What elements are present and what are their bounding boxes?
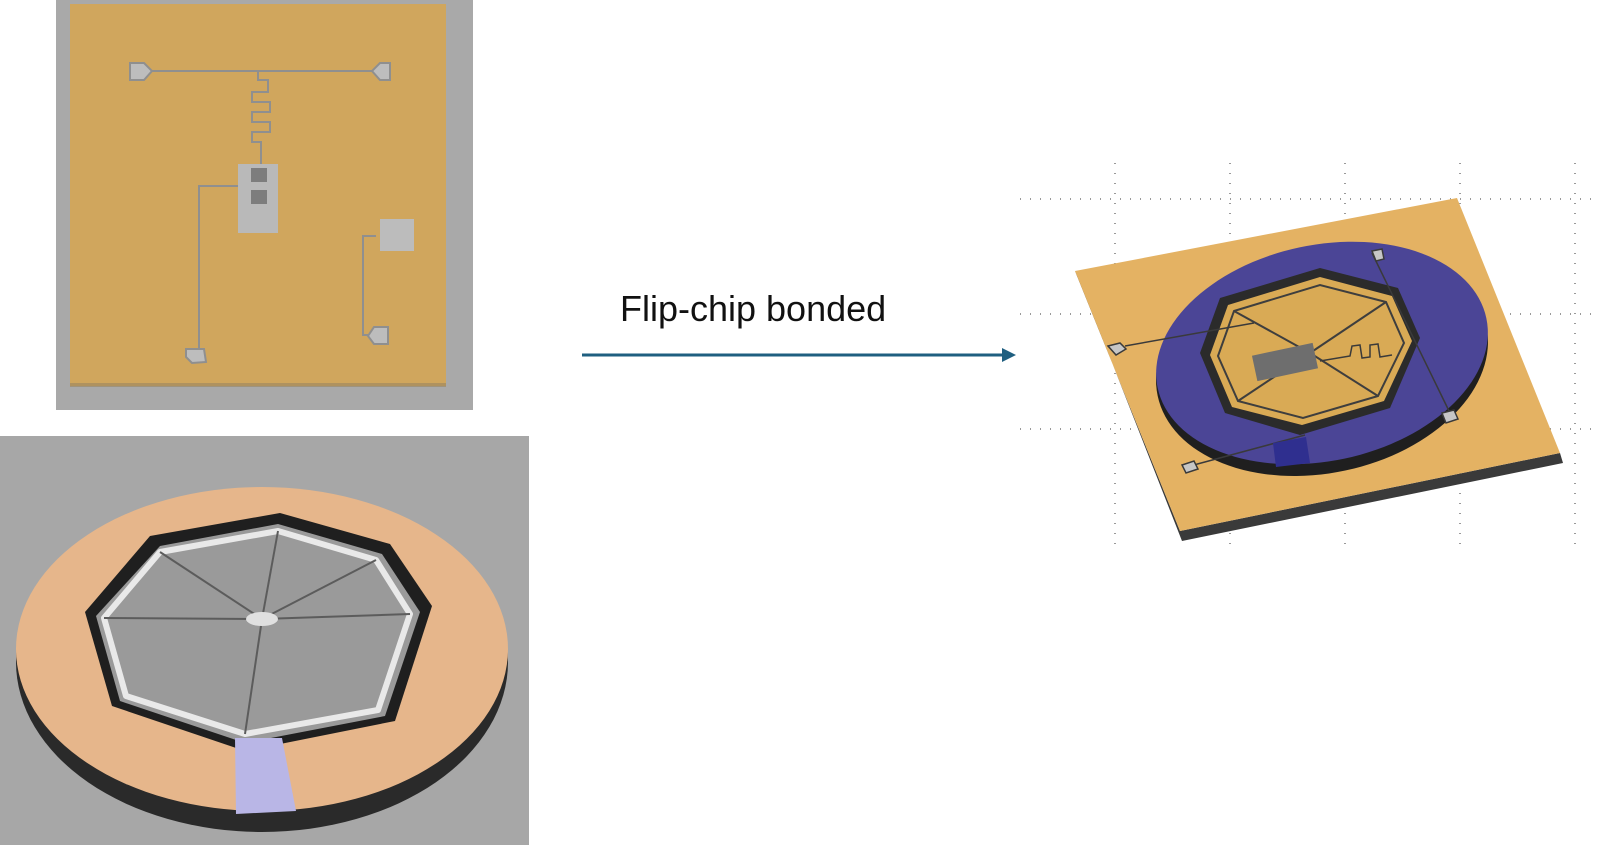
pad-left — [1106, 342, 1128, 356]
pad-bottom-left — [1180, 460, 1200, 474]
sensor-block — [1251, 342, 1319, 382]
membrane-hub — [246, 612, 278, 626]
pad-bottom-right — [366, 326, 389, 345]
square-pad — [380, 219, 414, 251]
membrane-spokes — [103, 530, 411, 735]
trace-network — [1124, 252, 1451, 467]
chip-shadow — [70, 383, 446, 387]
sensor-element-1 — [251, 168, 267, 182]
right-arrow-icon — [582, 348, 1016, 362]
pad-right-top — [370, 62, 391, 81]
ring-membrane-render — [0, 436, 529, 845]
bond-connector — [1273, 437, 1310, 467]
membrane-frame — [101, 528, 413, 737]
assembled-device-render — [1020, 163, 1600, 547]
pad-bottom-right — [1440, 409, 1460, 424]
pad-top-right — [1370, 248, 1385, 262]
bond-pads — [129, 62, 391, 365]
pad-left-top — [129, 62, 154, 81]
caption-flip-chip-bonded: Flip-chip bonded — [620, 288, 887, 329]
pad-bottom-left — [185, 348, 208, 365]
sensor-element-2 — [251, 190, 267, 204]
chip-layout-topview — [56, 0, 473, 410]
bond-connector — [235, 738, 296, 814]
bond-pads — [1106, 248, 1460, 474]
